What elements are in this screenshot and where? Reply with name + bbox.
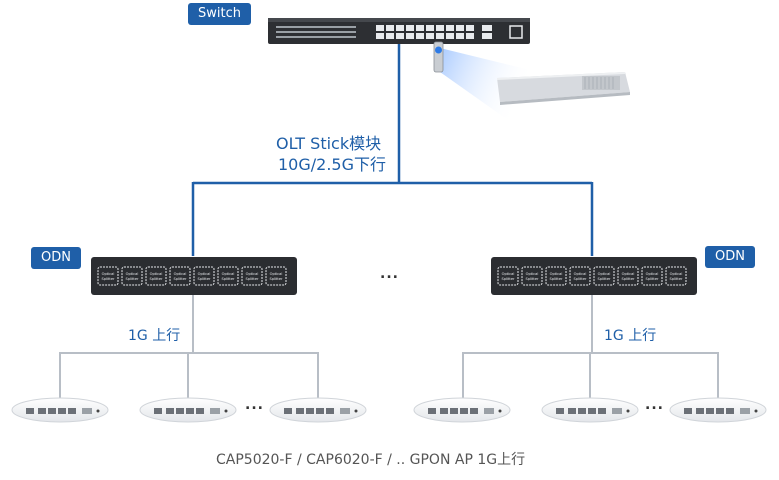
odn-tag-left: ODN	[31, 247, 81, 269]
splitter-port-label: Splitter	[621, 277, 635, 281]
ellipsis-right: ...	[645, 397, 664, 413]
splitter-port-label: Optical	[598, 272, 611, 276]
splitter-port-label: Splitter	[645, 277, 659, 281]
odn-splitter-right	[491, 257, 697, 295]
splitter-port-label: Splitter	[197, 277, 211, 281]
splitter-port-label: Optical	[150, 272, 163, 276]
splitter-port-label: Splitter	[573, 277, 587, 281]
splitter-port-label: Optical	[246, 272, 259, 276]
switch-device	[268, 18, 530, 44]
splitter-port-label: Optical	[526, 272, 539, 276]
olt-stick-module	[433, 41, 530, 132]
splitter-port-label: Optical	[270, 272, 283, 276]
splitter-port-label: Splitter	[525, 277, 539, 281]
splitter-port-label: Splitter	[173, 277, 187, 281]
splitter-port-label: Optical	[502, 272, 515, 276]
splitter-port-label: Optical	[622, 272, 635, 276]
ellipsis-left: ...	[245, 397, 264, 413]
odn-tag-right: ODN	[705, 246, 755, 268]
splitter-port-label: Optical	[174, 272, 187, 276]
splitter-port-label: Splitter	[269, 277, 283, 281]
splitter-port-label: Splitter	[549, 277, 563, 281]
ap-device	[269, 397, 367, 423]
olt-label-line2: 10G/2.5G下行	[278, 155, 386, 174]
ap-device	[139, 397, 237, 423]
caption: CAP5020-F / CAP6020-F / .. GPON AP 1G上行	[216, 452, 526, 468]
splitter-port-label: Optical	[574, 272, 587, 276]
trunk-lines	[191, 44, 594, 256]
ap-device	[669, 397, 767, 423]
ap-device	[541, 397, 639, 423]
splitter-port-label: Optical	[102, 272, 115, 276]
splitter-port-label: Optical	[550, 272, 563, 276]
switch-tag: Switch	[188, 3, 251, 25]
splitter-port-label: Optical	[198, 272, 211, 276]
odn-splitter-left	[91, 257, 297, 295]
splitter-port-label: Splitter	[597, 277, 611, 281]
splitter-port-label: Splitter	[669, 277, 683, 281]
uplink-label-left: 1G 上行	[128, 328, 181, 344]
splitter-port-label: Splitter	[501, 277, 515, 281]
uplink-label-right: 1G 上行	[604, 328, 657, 344]
splitter-port-label: Splitter	[125, 277, 139, 281]
branch-lines	[59, 294, 719, 398]
splitter-port-label: Optical	[126, 272, 139, 276]
splitter-port-label: Splitter	[221, 277, 235, 281]
splitter-port-label: Optical	[670, 272, 683, 276]
ap-device	[413, 397, 511, 423]
splitter-port-label: Splitter	[101, 277, 115, 281]
ap-device	[11, 397, 109, 423]
server-device	[497, 72, 630, 105]
olt-label: OLT Stick模块 10G/2.5G下行	[276, 133, 386, 175]
splitter-port-label: Splitter	[149, 277, 163, 281]
splitter-port-label: Splitter	[245, 277, 259, 281]
splitter-port-label: Optical	[646, 272, 659, 276]
ellipsis-middle: ...	[380, 266, 399, 282]
olt-label-line1: OLT Stick模块	[276, 134, 382, 153]
splitter-port-label: Optical	[222, 272, 235, 276]
